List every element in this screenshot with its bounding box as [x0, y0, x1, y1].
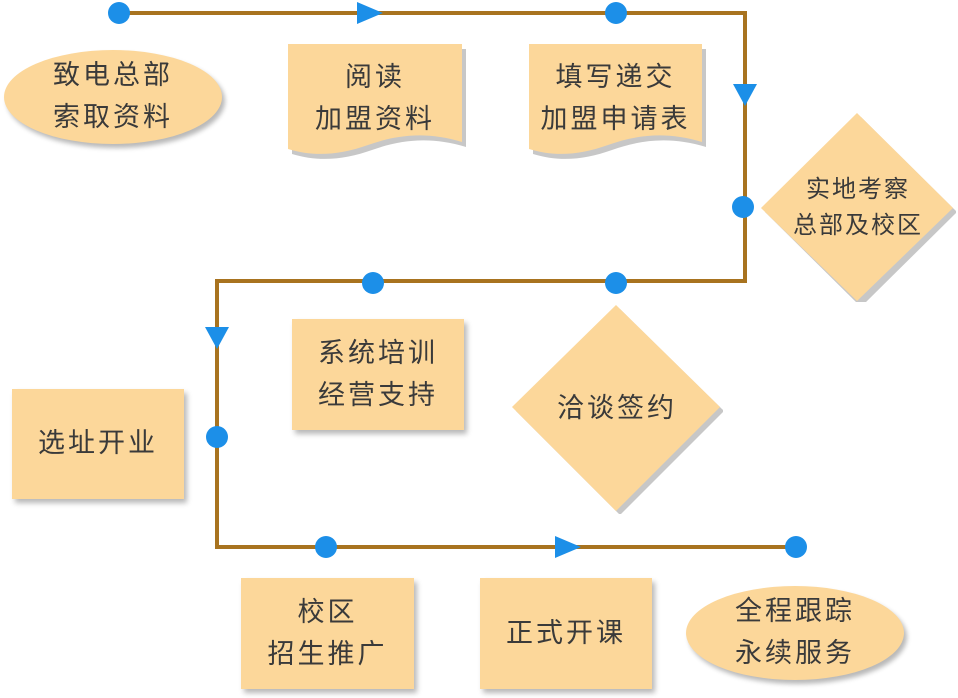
diamond-shape: [761, 113, 956, 302]
connector-dot: [605, 2, 627, 24]
step-read-materials: 阅读 加盟资料: [288, 44, 466, 162]
step-classes-start: 正式开课: [480, 578, 652, 689]
connector-dot: [362, 272, 384, 294]
flow-arrows: [205, 2, 757, 558]
step-enrollment-promotion: 校区 招生推广: [241, 578, 414, 689]
flow-connector-line: [119, 11, 796, 549]
arrow-right-top-icon: [357, 2, 383, 24]
step-training-line2: 经营支持: [318, 379, 438, 411]
connector-dot: [732, 196, 754, 218]
step-service-line1: 全程跟踪: [735, 596, 855, 628]
connector-dot: [605, 272, 627, 294]
arrow-right-bottom-icon: [555, 536, 581, 558]
step-enroll-line2: 招生推广: [267, 638, 388, 670]
connector-dot: [206, 426, 228, 448]
step-training-line1: 系统培训: [318, 337, 438, 369]
arrow-down-left-icon: [205, 327, 229, 349]
connector-dot: [108, 2, 130, 24]
flow-dots: [108, 2, 807, 558]
document-shape: [288, 44, 466, 159]
diamond-shape: [512, 305, 723, 514]
step-inspect-line1: 实地考察: [806, 175, 910, 203]
step-site-line1: 选址开业: [38, 428, 158, 460]
step-training-support: 系统培训 经营支持: [292, 319, 464, 430]
step-call-line1: 致电总部: [53, 60, 173, 92]
step-negotiate-sign: 洽谈签约: [511, 304, 723, 514]
connector-dot: [785, 536, 807, 558]
step-enroll-line1: 校区: [297, 596, 358, 628]
step-apply-line2: 加盟申请表: [540, 104, 691, 135]
flow-lines: [119, 11, 796, 549]
step-call-line2: 索取资料: [53, 102, 173, 133]
step-apply-line1: 填写递交: [555, 62, 676, 94]
step-open-line1: 正式开课: [506, 617, 626, 649]
step-site-selection: 选址开业: [12, 389, 184, 499]
step-read-line2: 加盟资料: [315, 104, 435, 135]
step-read-line1: 阅读: [345, 62, 405, 94]
arrow-down-right-icon: [733, 84, 757, 106]
document-shape: [529, 44, 706, 159]
step-inspect-headquarters: 实地考察 总部及校区: [760, 112, 956, 302]
step-service-line2: 永续服务: [735, 638, 855, 669]
step-call-headquarters: 致电总部 索取资料: [4, 50, 222, 144]
step-inspect-line2: 总部及校区: [793, 211, 923, 239]
step-negotiate-line1: 洽谈签约: [557, 393, 677, 425]
step-submit-application: 填写递交 加盟申请表: [529, 44, 706, 162]
connector-dot: [315, 536, 337, 558]
step-ongoing-service: 全程跟踪 永续服务: [686, 586, 904, 680]
